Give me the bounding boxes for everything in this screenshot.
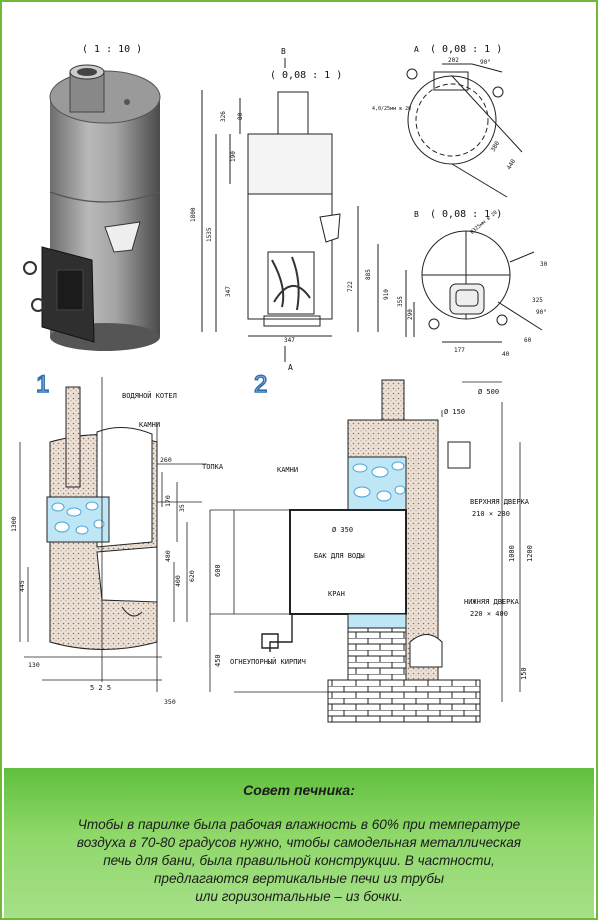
top-a-scale-label: ( 0,08 : 1 ) — [430, 44, 502, 55]
front-elevation-drawing: ( 0,08 : 1 ) B 1800 1535 326 190 80 885 … — [190, 47, 390, 372]
svg-text:5 2 5: 5 2 5 — [90, 684, 111, 692]
svg-text:445: 445 — [18, 580, 26, 592]
svg-text:30: 30 — [540, 261, 548, 268]
svg-text:80: 80 — [237, 112, 244, 120]
svg-text:355: 355 — [397, 296, 404, 307]
svg-text:885: 885 — [365, 269, 372, 280]
svg-text:B: B — [414, 210, 419, 219]
top-view-a-drawing: A ( 0,08 : 1 ) 202 90° 4,0/25мм в 20 380… — [372, 44, 523, 198]
svg-text:722: 722 — [347, 281, 354, 292]
svg-text:190: 190 — [230, 151, 237, 162]
label-lower-door: НИЖНЯЯ ДВЕРКА — [464, 598, 520, 606]
stove-maker-tip-panel: Совет печника: Чтобы в парилке была рабо… — [4, 768, 594, 918]
svg-text:4,0/25мм в 20: 4,0/25мм в 20 — [372, 106, 411, 112]
svg-text:480: 480 — [164, 550, 172, 562]
tip-line: или горизонтальные – из бочки. — [195, 889, 403, 904]
view-b-drawing: B ( 0,08 : 1 ) Ø325мм в 20 355 290 177 4… — [397, 209, 548, 358]
figure-1-number: 1 — [36, 371, 49, 398]
svg-text:350: 350 — [164, 698, 176, 706]
svg-text:290: 290 — [407, 309, 414, 320]
svg-text:Ø 150: Ø 150 — [444, 408, 465, 416]
tip-line: воздуха в 70-80 градусов нужно, чтобы са… — [76, 835, 522, 850]
label-stones-1: КАМНИ — [139, 421, 160, 429]
svg-text:326: 326 — [220, 111, 227, 122]
svg-text:450: 450 — [214, 654, 222, 667]
svg-text:Ø 500: Ø 500 — [478, 388, 499, 396]
figure-2-drawing: 2 КАМНИ Ø 350 БАК ДЛЯ ВОДЫ КРАН ОГНЕУПОР… — [209, 370, 534, 723]
svg-text:A: A — [288, 363, 293, 372]
svg-text:1300: 1300 — [10, 516, 18, 532]
svg-text:A: A — [414, 45, 419, 54]
technical-drawing: ( 1 : 10 ) ( 0,08 : 1 ) B 1800 1535 326 … — [10, 44, 548, 723]
label-lower-door-size: 220 × 400 — [470, 610, 508, 618]
svg-text:380: 380 — [490, 140, 502, 153]
svg-text:90°: 90° — [536, 309, 547, 316]
tip-line: печь для бани, была правильной конструкц… — [103, 853, 495, 868]
iso-scale-label: ( 1 : 10 ) — [82, 44, 142, 55]
svg-text:1000: 1000 — [508, 545, 516, 562]
label-tank-diameter: Ø 350 — [332, 526, 353, 534]
svg-text:170: 170 — [164, 495, 172, 507]
label-tap: КРАН — [328, 590, 345, 598]
label-firebox: ТОПКА — [202, 463, 224, 471]
label-boiler: ВОДЯНОЙ КОТЕЛ — [122, 391, 177, 400]
tip-body: Чтобы в парилке была рабочая влажность в… — [22, 816, 576, 906]
svg-text:347: 347 — [225, 286, 232, 297]
svg-text:260: 260 — [160, 456, 172, 464]
svg-text:1200: 1200 — [526, 545, 534, 562]
svg-text:177: 177 — [454, 347, 465, 354]
svg-text:35: 35 — [178, 504, 186, 512]
top-b-scale-label: ( 0,08 : 1 ) — [430, 209, 502, 220]
svg-text:1535: 1535 — [206, 227, 213, 242]
figure-1-drawing: 1 ВОДЯНОЙ КОТЕЛ КАМНИ ТОПКА 260 170 35 1… — [10, 370, 224, 706]
svg-text:600: 600 — [214, 564, 222, 577]
svg-text:B: B — [281, 47, 286, 56]
label-tank: БАК ДЛЯ ВОДЫ — [314, 552, 365, 560]
svg-text:620: 620 — [188, 570, 196, 582]
svg-text:60: 60 — [524, 337, 532, 344]
label-upper-door: ВЕРХНЯЯ ДВЕРКА — [470, 498, 530, 506]
svg-text:202: 202 — [448, 57, 459, 64]
label-brick: ОГНЕУПОРНЫЙ КИРПИЧ — [230, 657, 306, 666]
figure-2-number: 2 — [254, 371, 267, 398]
svg-text:400: 400 — [174, 575, 182, 587]
tip-title: Совет печника: — [243, 782, 355, 798]
svg-text:150: 150 — [520, 667, 528, 680]
svg-text:325: 325 — [532, 297, 543, 304]
label-upper-door-size: 210 × 280 — [472, 510, 510, 518]
svg-text:910: 910 — [383, 289, 390, 300]
svg-text:347: 347 — [284, 337, 295, 344]
svg-text:40: 40 — [502, 351, 510, 358]
front-scale-label: ( 0,08 : 1 ) — [270, 70, 342, 81]
isometric-stove-render: ( 1 : 10 ) — [23, 44, 161, 351]
label-stones-2: КАМНИ — [277, 466, 298, 474]
svg-text:90°: 90° — [480, 59, 491, 66]
tip-line: Чтобы в парилке была рабочая влажность в… — [77, 817, 521, 832]
svg-text:440: 440 — [506, 158, 518, 171]
tip-line: предлагаются вертикальные печи из трубы — [153, 871, 445, 886]
svg-text:1800: 1800 — [190, 207, 197, 222]
svg-text:130: 130 — [28, 661, 40, 669]
